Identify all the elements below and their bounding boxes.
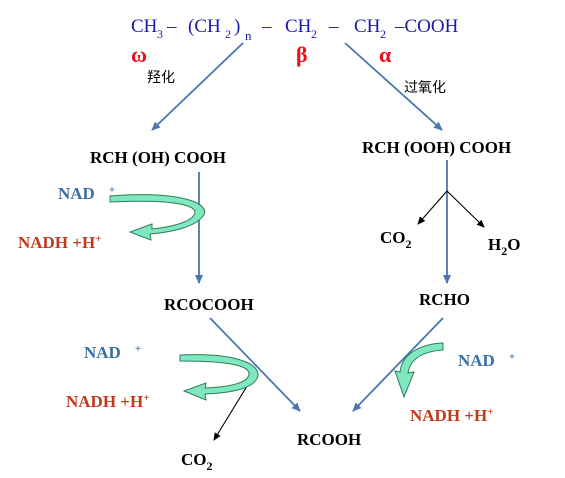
keto-acid: RCOCOOH (164, 295, 254, 314)
arrow-to-co2-left (213, 377, 253, 441)
dash-2: – (261, 16, 272, 37)
arrow-to-hydroxy (151, 42, 244, 131)
ch2-beta-subscript: 2 (311, 27, 317, 41)
aldehyde: RCHO (419, 290, 470, 309)
co2-right: CO2 (380, 228, 412, 251)
curved-arrow-left-lower (179, 354, 259, 401)
cooh-text: –COOH (394, 16, 459, 37)
arrow-right-to-rcooh (352, 317, 444, 412)
fatty-acid-formula: CH 3 – (CH 2 ) n – CH 2 – CH 2 –COOH (131, 16, 459, 43)
nadh-left-lower: NADH +H+ (66, 392, 150, 411)
arrow-to-h2o (446, 190, 485, 228)
arrow-to-hydroperoxy (344, 42, 443, 131)
omega-label: ω (131, 42, 147, 67)
arrow-to-co2-right (417, 190, 448, 225)
n-subscript: n (245, 28, 252, 43)
ch2-beta-text: CH (285, 16, 312, 37)
nadh-left-upper: NADH +H+ (18, 233, 102, 252)
h2o: H2O (488, 235, 520, 258)
nadh-right: NADH +H+ (410, 406, 494, 425)
hydroperoxy-acid: RCH (OOH) COOH (362, 138, 511, 157)
ch2-paren-open: (CH (188, 16, 221, 37)
ch2-paren-close: ) (234, 16, 240, 37)
peroxidation-label: 过氧化 (404, 80, 446, 96)
co2-left: CO2 (181, 450, 213, 473)
dash-1: – (166, 16, 177, 37)
ch2-alpha-text: CH (354, 16, 381, 37)
dash-3: – (328, 16, 339, 37)
nad-left-lower: NAD+ (84, 343, 141, 362)
hydroxylation-label: 羟化 (147, 70, 175, 86)
nad-right: NAD+ (458, 351, 515, 370)
ch3-text: CH (131, 16, 158, 37)
ch2-paren-subscript: 2 (225, 27, 231, 41)
hydroxy-acid: RCH (OH) COOH (90, 148, 226, 167)
beta-label: β (296, 42, 308, 67)
alpha-label: α (379, 42, 392, 67)
curved-arrow-left-upper (109, 194, 206, 241)
curved-arrow-right (394, 342, 444, 399)
ch2-alpha-subscript: 2 (380, 27, 386, 41)
product-rcooh: RCOOH (297, 430, 361, 449)
nad-left-upper: NAD+ (58, 184, 115, 203)
arrow-left-to-rcooh (209, 317, 301, 412)
ch3-subscript: 3 (157, 27, 163, 41)
